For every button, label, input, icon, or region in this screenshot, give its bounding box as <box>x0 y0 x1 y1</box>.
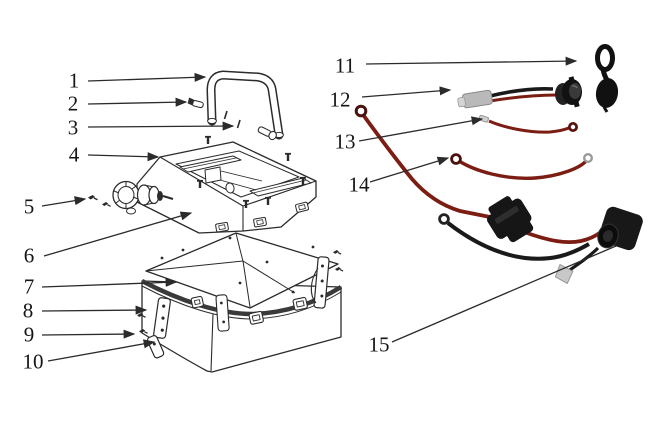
battery-lid <box>136 141 317 234</box>
leader-line-15 <box>391 245 617 343</box>
leader-line-5 <box>41 196 87 207</box>
leader-line-4 <box>87 152 160 162</box>
charge-socket-cable <box>457 76 582 109</box>
rubber-cap-icon <box>595 44 619 113</box>
jumper-wire-long <box>450 152 594 180</box>
box-latch-icon <box>248 310 264 325</box>
leader-line-11 <box>365 56 578 66</box>
leader-line-10 <box>47 339 156 362</box>
callout-4: 4 <box>68 142 80 167</box>
callout-5: 5 <box>23 194 35 219</box>
leader-line-14 <box>369 156 450 183</box>
ring-terminal-icon <box>354 104 368 118</box>
callout-3: 3 <box>67 115 79 140</box>
handle-pin-icon <box>257 126 277 141</box>
battery-box <box>140 232 343 373</box>
leader-line-1 <box>87 72 207 82</box>
callout-7: 7 <box>23 274 35 299</box>
callout-6: 6 <box>23 243 35 268</box>
gray-connector-icon <box>457 89 493 109</box>
lid-latch-icon <box>295 201 310 213</box>
charge-port-icon <box>555 76 582 108</box>
callout-1: 1 <box>68 68 80 93</box>
leader-line-3 <box>87 121 235 131</box>
leader-line-12 <box>361 86 452 98</box>
leader-line-8 <box>41 305 148 315</box>
handle-screw-icon <box>187 97 204 109</box>
harness-black-wire <box>446 221 591 261</box>
accessory-socket-icon <box>597 206 643 251</box>
callout-10: 10 <box>22 349 44 374</box>
leader-line-9 <box>41 329 136 339</box>
callout-2: 2 <box>67 91 79 116</box>
carry-handle <box>206 70 284 140</box>
leader-line-2 <box>87 97 188 107</box>
connector-plug-icon <box>112 180 174 215</box>
ring-terminal-icon <box>568 122 579 133</box>
box-lid-screw-dots <box>160 236 315 294</box>
box-latch-icon <box>190 295 204 309</box>
bracket-left <box>153 297 171 339</box>
ring-terminal-icon <box>450 153 462 165</box>
main-wiring-harness <box>354 104 643 285</box>
leader-line-6 <box>43 211 193 257</box>
callout-14: 14 <box>348 172 370 197</box>
spade-terminal-icon <box>554 263 574 285</box>
fuse-holder-icon <box>486 196 534 243</box>
leader-lines <box>41 56 617 362</box>
front-slot-strap <box>215 294 230 332</box>
handle-pin-marks <box>223 110 241 129</box>
callout-12: 12 <box>329 87 351 112</box>
harness-red-wire <box>362 114 491 219</box>
lid-latch-icon <box>253 216 267 228</box>
lid-latch-icon <box>215 221 229 233</box>
mounting-screws <box>87 194 112 207</box>
callout-15: 15 <box>368 332 390 357</box>
callout-13: 13 <box>334 129 356 154</box>
ring-terminal-icon <box>438 213 450 225</box>
jumper-wire-short <box>478 114 579 134</box>
callout-8: 8 <box>22 298 34 323</box>
leader-line-7 <box>41 277 178 288</box>
leader-line-13 <box>358 116 484 142</box>
ring-terminal-icon <box>583 152 594 163</box>
box-latch-icon <box>292 296 308 311</box>
callout-11: 11 <box>334 53 356 78</box>
bracket-right <box>310 249 344 309</box>
callout-9: 9 <box>23 322 35 347</box>
